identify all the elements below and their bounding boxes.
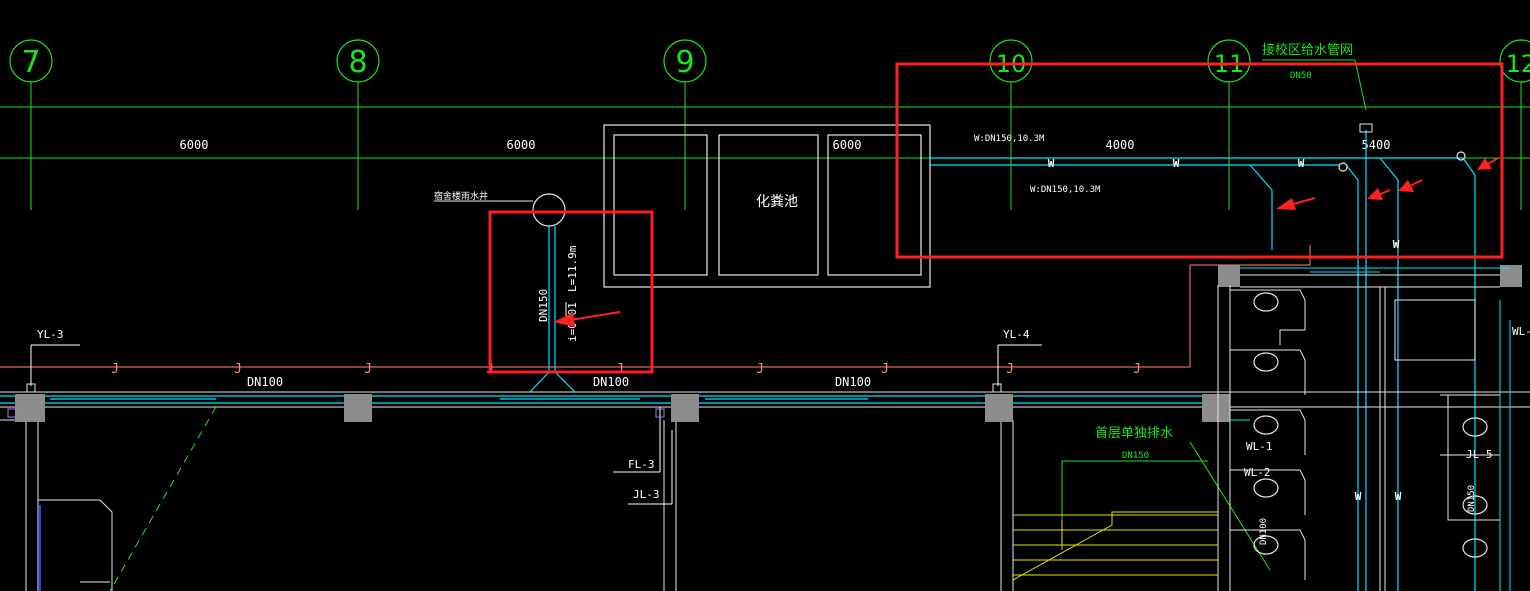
j-marker-3: J [364, 362, 372, 377]
w-marker-6: W [1395, 490, 1402, 503]
w-marker-1: W [1048, 157, 1055, 170]
grid-label-12: 12 [1506, 50, 1530, 78]
annotation-arrows [553, 157, 1499, 327]
campus-dn-label: DN50 [1290, 71, 1312, 81]
dimension-11-12: 5400 [1362, 138, 1391, 152]
highlight-box-left[interactable] [488, 210, 654, 374]
jl5-label: JL-5 [1466, 448, 1493, 461]
toilet-room [1217, 274, 1500, 591]
axis-grid [0, 82, 1530, 210]
w-upper-label: W:DN150,10.3M [974, 134, 1045, 144]
j-marker-9: J [1133, 362, 1141, 377]
yl3-label: YL-3 [37, 328, 64, 341]
j-marker-6: J [756, 362, 764, 377]
rain-well[interactable] [532, 193, 566, 227]
dn150-vertical-label: DN150 [537, 289, 550, 322]
length-label: L=11.9m [566, 245, 579, 292]
j-marker-2: J [234, 362, 242, 377]
wl1-label: WL-1 [1246, 440, 1273, 453]
toilet-fixtures [1253, 292, 1488, 558]
w-lower-label: W:DN150,10.3M [1030, 185, 1101, 195]
dn-vertical-1: DN100 [1259, 518, 1269, 545]
campus-network-label: 接校区给水管网 [1262, 42, 1353, 58]
wl-right-label: WL- [1512, 325, 1530, 338]
highlight-box-right[interactable] [895, 62, 1504, 259]
j-marker-5: J [616, 362, 624, 377]
dimension-9-10: 6000 [833, 138, 862, 152]
grid-bubbles [9, 39, 1530, 83]
fl3-label: FL-3 [628, 458, 655, 471]
rain-well-label: 宿舍楼雨水井 [434, 190, 488, 202]
yl4-label: YL-4 [1003, 328, 1030, 341]
well-drain-pipe [548, 226, 556, 372]
building-wall [0, 391, 1530, 591]
dimension-7-8: 6000 [180, 138, 209, 152]
first-floor-drain-label: 首层单独排水 [1095, 426, 1173, 441]
j-marker-1: J [111, 362, 119, 377]
dn100-label-c: DN100 [835, 375, 871, 389]
water-supply-line [0, 245, 1311, 368]
jl3-label: JL-3 [633, 488, 660, 501]
dimension-10-11: 4000 [1106, 138, 1135, 152]
w-marker-4: W [1393, 238, 1400, 251]
septic-tank-label: 化粪池 [756, 194, 798, 210]
septic-tank[interactable] [603, 124, 931, 288]
dn100-label-a: DN100 [247, 375, 283, 389]
grid-label-7: 7 [21, 45, 40, 80]
w-marker-2: W [1173, 157, 1180, 170]
first-floor-dn-label: DN150 [1122, 451, 1149, 461]
j-marker-7: J [881, 362, 889, 377]
dn-vertical-2: DN150 [1467, 485, 1477, 512]
j-marker-8: J [1006, 362, 1014, 377]
structural-columns [15, 265, 1522, 422]
grid-label-9: 9 [675, 45, 694, 80]
dimension-8-9: 6000 [507, 138, 536, 152]
w-marker-5: W [1355, 490, 1362, 503]
dn100-label-b: DN100 [593, 375, 629, 389]
stairs [1012, 511, 1218, 581]
w-pipe-run [930, 130, 1476, 591]
w-marker-3: W [1298, 157, 1305, 170]
wl2-label: WL-2 [1244, 466, 1271, 479]
grid-label-8: 8 [348, 45, 367, 80]
